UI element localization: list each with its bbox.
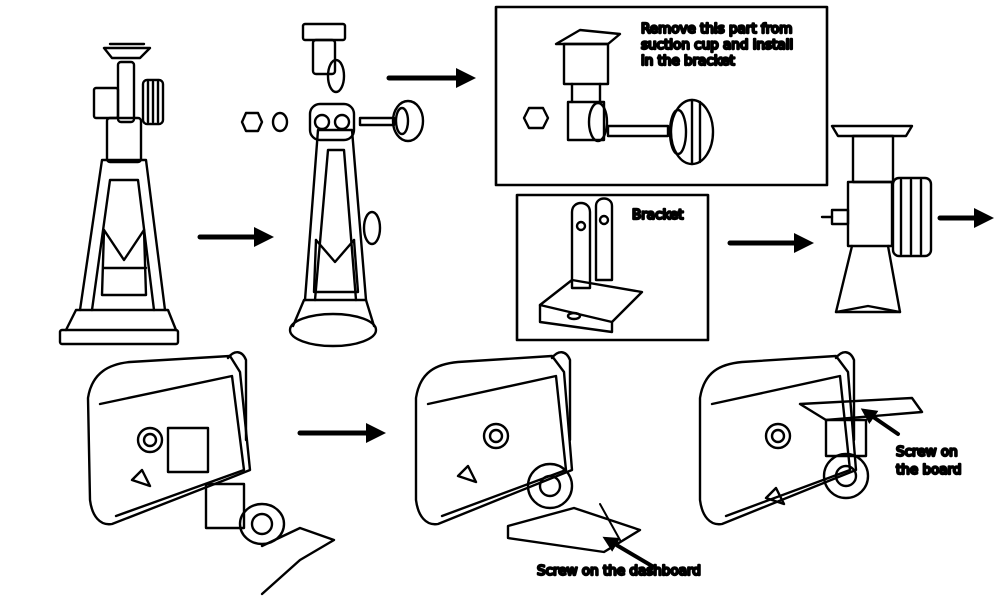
screw-dashboard-label: Screw on the dashboard [537,563,701,579]
bracket-assembled [820,124,933,314]
bracket-box [515,193,710,342]
suction-mount-exploded [240,22,425,348]
suction-mount-assembled [58,42,180,346]
screw-board-label: Screw on the board [896,444,962,478]
gps-device-bracket-dashboard [414,351,642,554]
remove-part-label: Remove this part from suction cup and in… [641,21,797,69]
gps-device-with-mount [86,351,336,596]
gps-device-bracket-board [698,351,924,526]
arrow-screw-board [860,408,900,436]
arrow-screw-dashboard [602,536,654,568]
removed-part-box [494,5,829,187]
bracket-label: Bracket [632,207,683,223]
